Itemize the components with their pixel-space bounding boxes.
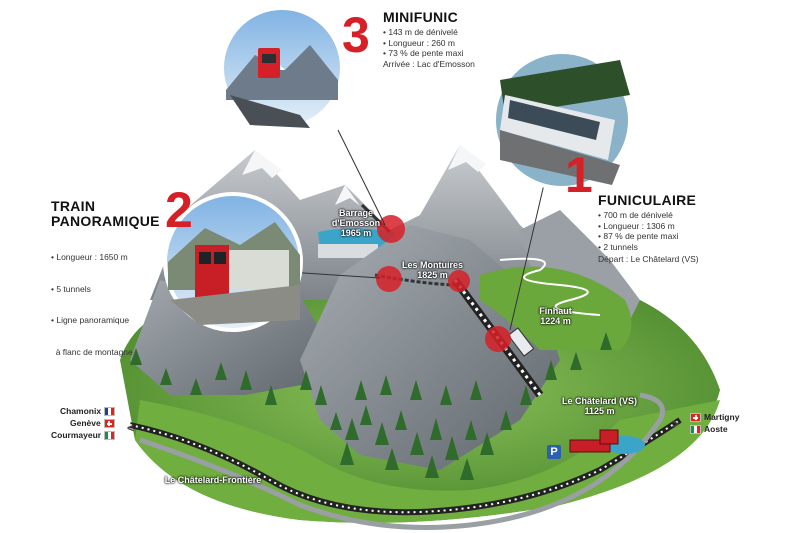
swiss-flag-icon xyxy=(690,413,701,422)
dest-chamonix: Chamonix xyxy=(60,406,116,417)
dest-name: Courmayeur xyxy=(51,430,102,440)
fact-item: • 73 % de pente maxi xyxy=(383,48,464,58)
dest-aoste: Aoste xyxy=(690,424,728,435)
fact-item: • Longueur : 1650 m xyxy=(51,252,128,262)
number-1: 1 xyxy=(565,147,593,203)
funiculaire-facts: • 700 m de dénivelé • Longueur : 1306 m … xyxy=(598,210,678,252)
cloud xyxy=(378,140,440,174)
dest-courmayeur: Courmayeur xyxy=(51,430,116,441)
label-chatelard-frontiere: Le Châtelard-Frontière xyxy=(164,475,262,485)
road-serpentine xyxy=(499,257,601,316)
montuires-alt: 1825 m xyxy=(417,270,448,280)
label-barrage: Barrage d'Emosson 1965 m xyxy=(326,208,386,238)
fact-item: • 87 % de pente maxi xyxy=(598,231,679,241)
fact-item: • Longueur : 1306 m xyxy=(598,220,675,231)
valley-railway-ties xyxy=(129,419,681,514)
fact-item: • Ligne panoramique xyxy=(51,315,130,325)
callout-line-1 xyxy=(509,179,546,331)
label-chatelard-vs: Le Châtelard (VS) 1125 m xyxy=(552,396,647,416)
train-facts: • Longueur : 1650 m • 5 tunnels • Ligne … xyxy=(51,231,133,378)
france-flag-icon xyxy=(104,407,116,416)
photo-train xyxy=(163,192,303,332)
fact-item: • Longueur : 260 m xyxy=(383,37,455,48)
red-train-cab xyxy=(599,429,619,445)
funiculaire-title: FUNICULAIRE xyxy=(598,192,697,208)
dest-geneve: Genève xyxy=(70,418,115,429)
minifunic-title: MINIFUNIC xyxy=(383,9,459,25)
italy-flag-icon xyxy=(690,425,701,434)
barrage-alt: 1965 m xyxy=(340,228,372,238)
fact-item: • 5 tunnels xyxy=(51,283,91,294)
fact-item: • 143 m de dénivelé xyxy=(383,27,458,37)
photo-funicular xyxy=(492,50,632,190)
finhaut-name: Finhaut xyxy=(539,306,572,316)
label-montuires: Les Montuires 1825 m xyxy=(395,260,470,280)
montuires-name: Les Montuires xyxy=(401,260,463,270)
dest-name: Chamonix xyxy=(60,406,102,416)
forest xyxy=(130,332,612,480)
swiss-flag-icon xyxy=(103,419,115,428)
marker-montuires-train xyxy=(376,266,402,292)
train-title-line2: PANORAMIQUE xyxy=(51,213,160,229)
barrage-line1: Barrage xyxy=(338,208,374,218)
emosson-dam xyxy=(318,244,378,258)
dest-name: Martigny xyxy=(704,412,740,422)
snow-cap xyxy=(335,185,360,206)
parking-sign: P xyxy=(547,445,561,459)
valley-floor xyxy=(135,400,720,523)
snow-cap xyxy=(448,145,486,172)
funicular-car xyxy=(507,327,535,357)
fact-item: • 700 m de dénivelé xyxy=(598,210,673,220)
dest-martigny: Martigny xyxy=(690,412,739,423)
arrow-left-icon: < xyxy=(127,421,135,435)
photo-minifunic xyxy=(220,6,344,130)
marker-montuires-funicular xyxy=(448,270,470,292)
fact-item: • 2 tunnels xyxy=(598,241,638,252)
snow-cap xyxy=(242,150,282,178)
chatelard-vs-name: Le Châtelard (VS) xyxy=(561,396,637,406)
marker-funicular-mid xyxy=(485,326,511,352)
arrow-right-icon: > xyxy=(672,417,680,431)
chatelard-vs-alt: 1125 m xyxy=(584,406,615,416)
callout-line-3 xyxy=(337,129,386,226)
finhaut-alt: 1224 m xyxy=(540,316,571,326)
number-2: 2 xyxy=(165,182,193,238)
funiculaire-depart: Départ : Le Châtelard (VS) xyxy=(598,254,699,264)
italy-flag-icon xyxy=(104,431,116,440)
dest-name: Genève xyxy=(70,418,101,428)
barrage-line2: d'Emosson xyxy=(331,218,381,228)
number-3: 3 xyxy=(342,7,370,63)
dest-name: Aoste xyxy=(704,424,728,434)
fact-item: à flanc de montagne xyxy=(51,346,133,357)
minifunic-arrivee: Arrivée : Lac d'Emosson xyxy=(383,59,475,69)
valley-road xyxy=(139,392,665,530)
label-finhaut: Finhaut 1224 m xyxy=(533,306,578,326)
minifunic-facts: • 143 m de dénivelé • Longueur : 260 m •… xyxy=(383,27,463,59)
train-title-line1: TRAIN xyxy=(51,198,96,214)
lake-emosson xyxy=(318,228,395,249)
